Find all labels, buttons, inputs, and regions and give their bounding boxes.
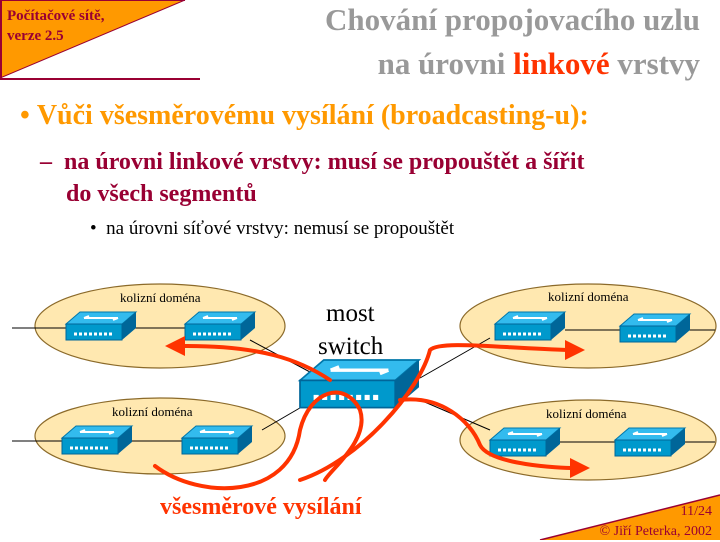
cloud bbox=[34, 397, 286, 475]
bullet-icon: • bbox=[90, 218, 107, 239]
page-number: 11/24 bbox=[680, 504, 712, 519]
bullet-text: Vůči všesměrovému vysílání (broadcasting… bbox=[36, 100, 589, 131]
slide-title-line1: Chování propojovacího uzlu bbox=[325, 2, 700, 37]
footer: 11/24 © Jiří Peterka, 2002 bbox=[599, 502, 712, 542]
bullet-text: na úrovni linkové vrstvy: musí se propou… bbox=[64, 149, 585, 175]
course-version: verze 2.5 bbox=[7, 28, 64, 44]
dash-icon: – bbox=[40, 149, 64, 175]
title-text: na úrovni bbox=[377, 46, 514, 81]
course-label: Počítačové sítě, verze 2.5 bbox=[7, 6, 104, 46]
bridge-label: most bbox=[326, 300, 375, 327]
cloud bbox=[459, 399, 717, 481]
broadcast-label: všesměrové vysílání bbox=[160, 494, 362, 520]
bullet-icon: • bbox=[20, 100, 37, 131]
domain-label: kolizní doména bbox=[120, 290, 201, 305]
bullet-level1: • Vůči všesměrovému vysílání (broadcasti… bbox=[20, 100, 589, 132]
domain-label: kolizní doména bbox=[548, 289, 629, 304]
switch-label: switch bbox=[318, 333, 384, 360]
domain-label: kolizní doména bbox=[112, 404, 193, 419]
bullet-level3: • na úrovni síťové vrstvy: nemusí se pro… bbox=[90, 218, 454, 240]
bullet-text: do všech segmentů bbox=[66, 181, 257, 207]
title-highlight: linkové bbox=[513, 46, 610, 81]
slide-title-line2: na úrovni linkové vrstvy bbox=[378, 46, 700, 82]
title-text: vrstvy bbox=[609, 46, 700, 81]
bullet-text: na úrovni síťové vrstvy: nemusí se propo… bbox=[106, 218, 455, 239]
bullet-level2: – na úrovni linkové vrstvy: musí se prop… bbox=[40, 146, 585, 210]
course-title: Počítačové sítě, bbox=[7, 8, 105, 24]
copyright: © Jiří Peterka, 2002 bbox=[599, 524, 712, 539]
domain-label: kolizní doména bbox=[546, 406, 627, 421]
